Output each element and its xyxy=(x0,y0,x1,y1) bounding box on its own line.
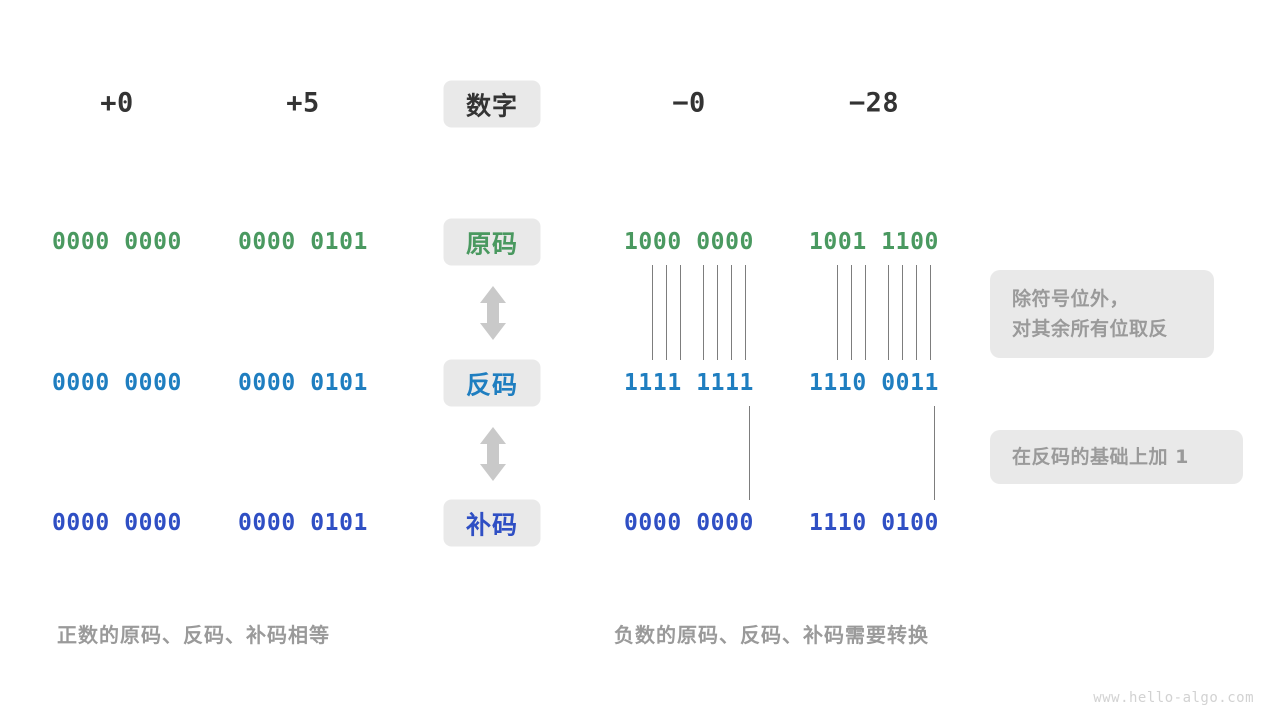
bits-twos-complement-pos-zero: 0000 0000 xyxy=(51,510,183,536)
column-header-neg-28: −28 xyxy=(848,87,900,119)
connector-neg-28-bit8 xyxy=(930,265,931,360)
bits-true-form-pos-five: 0000 0101 xyxy=(237,229,369,255)
connector-neg-zero-bit6 xyxy=(717,265,718,360)
bits-ones-complement-neg-28: 1110 0011 xyxy=(808,370,940,396)
bits-ones-complement-neg-zero: 1111 1111 xyxy=(623,370,755,396)
bits-true-form-neg-zero: 1000 0000 xyxy=(623,229,755,255)
note-add-one-line-1: 在反码的基础上加 1 xyxy=(1012,446,1189,468)
connector-neg-zero-bit3 xyxy=(666,265,667,360)
connector-neg-zero-bit4 xyxy=(680,265,681,360)
caption-negative: 负数的原码、反码、补码需要转换 xyxy=(614,623,929,647)
bits-twos-complement-neg-28: 1110 0100 xyxy=(808,510,940,536)
bits-twos-complement-pos-five: 0000 0101 xyxy=(237,510,369,536)
bits-ones-complement-pos-five: 0000 0101 xyxy=(237,370,369,396)
connector-neg-28-bit7 xyxy=(916,265,917,360)
connector-carry-neg-28 xyxy=(934,406,935,500)
note-add-one: 在反码的基础上加 1 xyxy=(990,430,1243,484)
note-invert-line-2: 对其余所有位取反 xyxy=(1012,318,1169,340)
row-label-true-form: 原码 xyxy=(443,218,541,266)
watermark: www.hello-algo.com xyxy=(1093,690,1254,706)
column-header-pos-five: +5 xyxy=(286,87,320,119)
note-invert-line-1: 除符号位外， xyxy=(1012,288,1130,310)
column-header-neg-zero: −0 xyxy=(672,87,706,119)
connector-neg-zero-bit5 xyxy=(703,265,704,360)
bits-ones-complement-pos-zero: 0000 0000 xyxy=(51,370,183,396)
bits-true-form-pos-zero: 0000 0000 xyxy=(51,229,183,255)
connector-neg-zero-bit2 xyxy=(652,265,653,360)
column-header-pos-zero: +0 xyxy=(100,87,134,119)
caption-positive: 正数的原码、反码、补码相等 xyxy=(57,623,330,647)
note-invert-bits: 除符号位外， 对其余所有位取反 xyxy=(990,270,1214,358)
connector-neg-28-bit4 xyxy=(865,265,866,360)
row-label-twos-complement: 补码 xyxy=(443,499,541,547)
connector-neg-zero-bit7 xyxy=(731,265,732,360)
connector-neg-28-bit6 xyxy=(902,265,903,360)
bits-twos-complement-neg-zero: 0000 0000 xyxy=(623,510,755,536)
row-label-number: 数字 xyxy=(443,80,541,128)
double-arrow-icon-true-to-ones xyxy=(478,285,508,341)
bits-true-form-neg-28: 1001 1100 xyxy=(808,229,940,255)
connector-neg-28-bit2 xyxy=(837,265,838,360)
connector-neg-28-bit5 xyxy=(888,265,889,360)
connector-neg-zero-bit8 xyxy=(745,265,746,360)
double-arrow-icon-ones-to-twos xyxy=(478,426,508,482)
connector-neg-28-bit3 xyxy=(851,265,852,360)
row-label-ones-complement: 反码 xyxy=(443,359,541,407)
connector-carry-neg-zero xyxy=(749,406,750,500)
